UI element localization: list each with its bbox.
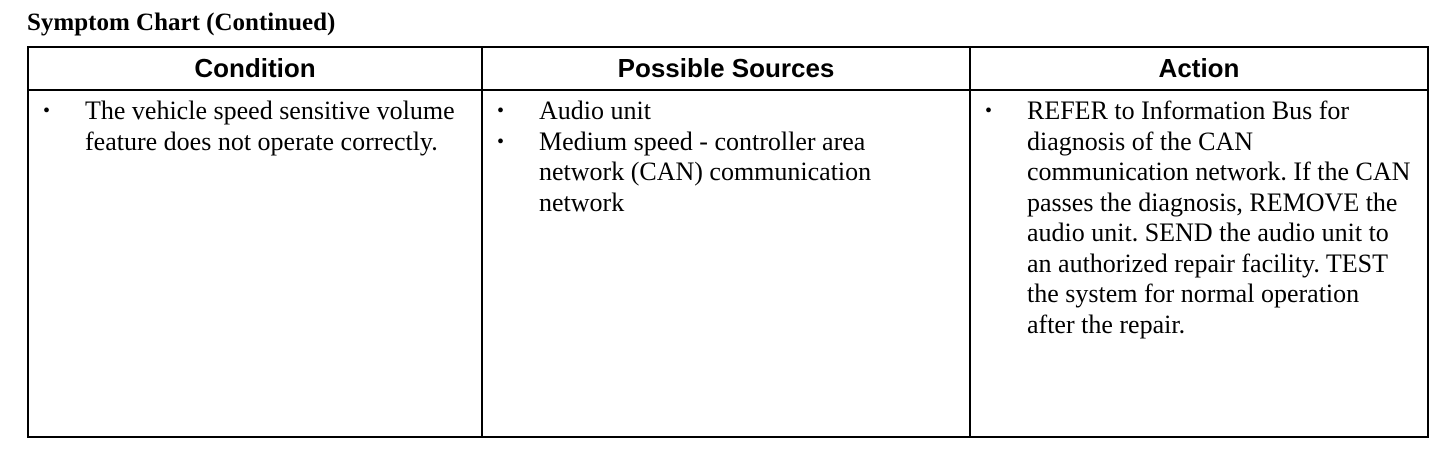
possible-sources-list: • Audio unit • Medium speed - controller… xyxy=(483,96,969,218)
condition-item: • The vehicle speed sensitive volume fea… xyxy=(29,96,481,157)
source-text: Audio unit xyxy=(539,96,651,125)
action-cell: • REFER to Information Bus for diagnosis… xyxy=(969,89,1429,438)
condition-column-header: Condition xyxy=(27,46,483,91)
action-text: REFER to Information Bus for diagnosis o… xyxy=(1027,96,1411,339)
source-item: • Audio unit xyxy=(483,96,969,127)
symptom-chart-table: Condition Possible Sources Action • The … xyxy=(27,46,1429,438)
possible-sources-cell: • Audio unit • Medium speed - controller… xyxy=(481,89,971,438)
action-column-header: Action xyxy=(969,46,1429,91)
bullet-icon: • xyxy=(43,100,51,122)
source-text: Medium speed - controller area network (… xyxy=(539,126,872,217)
table-header-row: Condition Possible Sources Action xyxy=(27,46,1429,91)
bullet-icon: • xyxy=(985,100,993,122)
table-row: • The vehicle speed sensitive volume fea… xyxy=(27,89,1429,438)
possible-sources-column-header: Possible Sources xyxy=(481,46,971,91)
condition-text: The vehicle speed sensitive volume featu… xyxy=(85,96,455,156)
condition-cell: • The vehicle speed sensitive volume fea… xyxy=(27,89,483,438)
page-title: Symptom Chart (Continued) xyxy=(27,9,336,36)
bullet-icon: • xyxy=(497,130,505,153)
condition-list: • The vehicle speed sensitive volume fea… xyxy=(29,96,481,157)
bullet-icon: • xyxy=(497,100,505,122)
action-item: • REFER to Information Bus for diagnosis… xyxy=(971,96,1427,340)
source-item: • Medium speed - controller area network… xyxy=(483,127,969,219)
action-list: • REFER to Information Bus for diagnosis… xyxy=(971,96,1427,340)
